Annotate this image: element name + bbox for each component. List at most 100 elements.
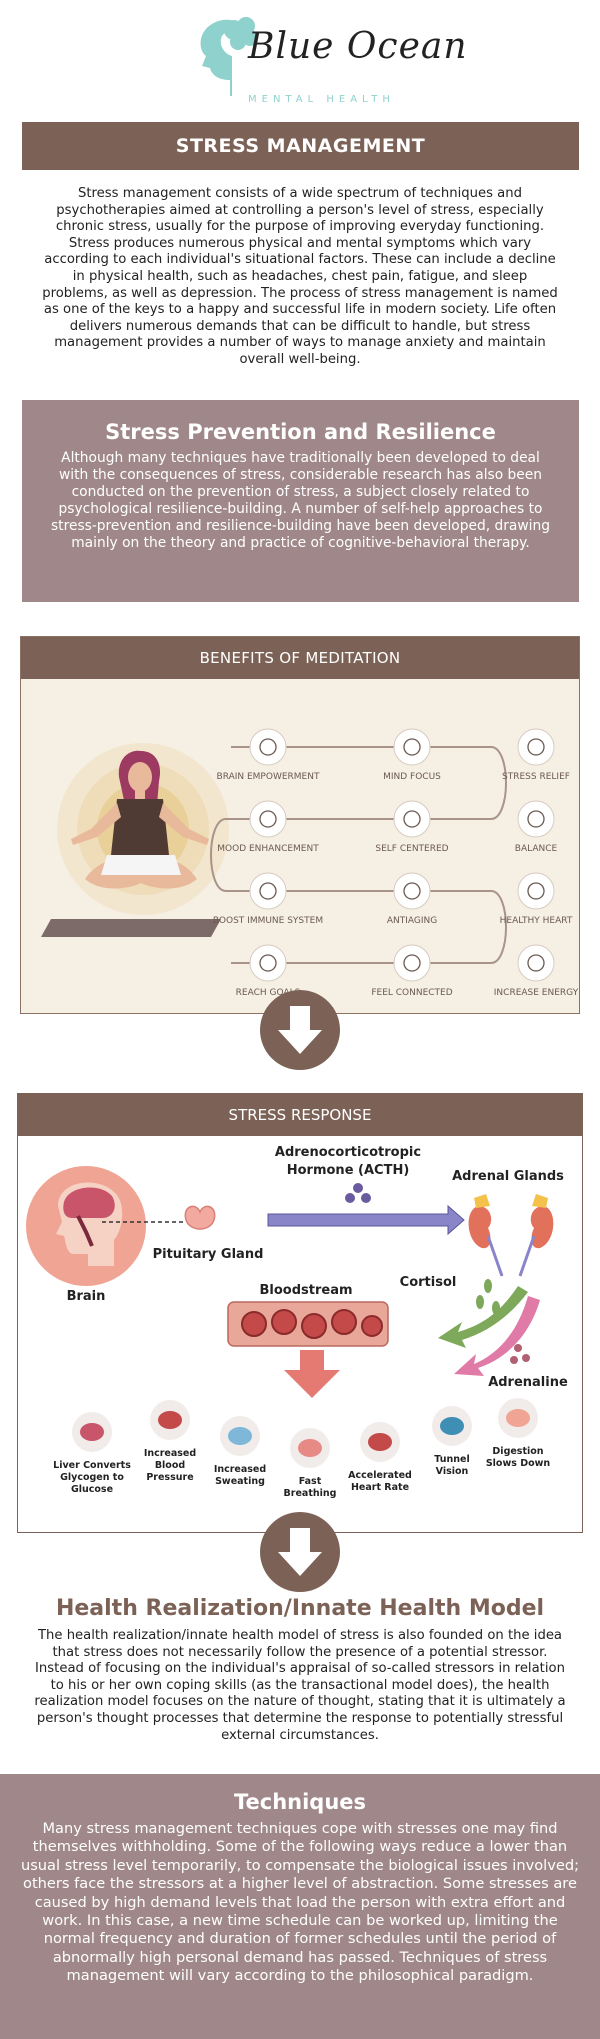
health-model-title: Health Realization/Innate Health Model [55, 1596, 545, 1621]
benefit-label: ANTIAGING [387, 916, 437, 926]
kidneys-icon [468, 1194, 554, 1277]
benefit-label: MOOD ENHANCEMENT [217, 844, 319, 854]
stress-management-banner: STRESS MANAGEMENT [22, 122, 579, 170]
meditation-panel: BENEFITS OF MEDITATION BRAIN EMPOWERMENT… [20, 636, 580, 1014]
focus-icon [393, 728, 431, 766]
adrenaline-arrow [454, 1296, 540, 1376]
benefit-label: HEALTHY HEART [500, 916, 573, 926]
thumbs-up-icon [249, 800, 287, 838]
effect-label: Fast [299, 1476, 322, 1487]
scale-icon [517, 800, 555, 838]
down-arrow-icon [260, 990, 340, 1070]
eye-icon [440, 1417, 464, 1435]
thumbs-up-icon-glyph [259, 810, 277, 828]
benefit-label: BOOST IMMUNE SYSTEM [213, 916, 323, 926]
brain-icon-glyph [259, 738, 277, 756]
yoga-mat [41, 919, 221, 937]
stress-response-header: STRESS RESPONSE [18, 1094, 582, 1136]
benefit-label: BALANCE [515, 844, 558, 854]
benefit-label: SELF CENTERED [375, 844, 448, 854]
blood-vessel-icon [227, 1301, 389, 1347]
acth-arrow [267, 1204, 465, 1236]
acth-label-line2: Hormone (ACTH) [287, 1163, 410, 1178]
heart-icon-glyph [527, 882, 545, 900]
blood-drop-icon [158, 1411, 182, 1429]
lungs-icon [298, 1439, 322, 1457]
effect-label: Heart Rate [351, 1482, 409, 1493]
stomach-icon [506, 1409, 530, 1427]
effect-label: Increased [214, 1464, 266, 1475]
prevention-paragraph: Although many techniques have traditiona… [50, 450, 550, 551]
cortisol-label: Cortisol [400, 1275, 457, 1290]
benefit-boost-immune-system: BOOST IMMUNE SYSTEM [213, 872, 323, 926]
shield-icon [249, 872, 287, 910]
lotus-icon-glyph [527, 738, 545, 756]
target-icon [249, 944, 287, 982]
pituitary-label: Pituitary Gland [153, 1247, 264, 1262]
effect-label: Glucose [71, 1484, 113, 1495]
benefit-increase-energy: INCREASE ENERGY [494, 944, 579, 998]
effect-label: Slows Down [486, 1458, 551, 1469]
effect-label: Breathing [284, 1488, 337, 1499]
benefit-label: FEEL CONNECTED [371, 988, 452, 998]
lotus-icon [517, 728, 555, 766]
meditation-header: BENEFITS OF MEDITATION [21, 637, 579, 679]
adrenaline-molecules-icon [510, 1344, 530, 1364]
intro-paragraph: Stress management consists of a wide spe… [42, 186, 558, 367]
effect-label: Increased [144, 1448, 196, 1459]
meditating-woman-icon [71, 750, 209, 889]
benefit-label: BRAIN EMPOWERMENT [217, 772, 320, 782]
effect-label: Glycogen to [60, 1472, 124, 1483]
benefit-antiaging: ANTIAGING [387, 872, 437, 926]
battery-icon [517, 944, 555, 982]
brain-icon [249, 728, 287, 766]
brain-head-icon [56, 1182, 123, 1266]
logo-title: Blue Ocean [248, 26, 468, 67]
benefit-label: INCREASE ENERGY [494, 988, 579, 998]
benefit-mind-focus: MIND FOCUS [383, 728, 441, 782]
battery-icon-glyph [527, 954, 545, 972]
benefit-connector [210, 746, 507, 964]
hormone-molecules-icon [345, 1183, 371, 1203]
stress-response-panel: STRESS RESPONSE Brain Pituitary Gland Ad… [17, 1093, 583, 1533]
adrenaline-label: Adrenaline [488, 1375, 568, 1390]
scale-icon-glyph [527, 810, 545, 828]
hourglass-icon-glyph [403, 882, 421, 900]
people-icon [393, 944, 431, 982]
prevention-section: Stress Prevention and Resilience Althoug… [22, 400, 579, 602]
effect-label: Vision [436, 1466, 469, 1477]
down-arrow-icon-2 [260, 1512, 340, 1592]
logo-subtitle: MENTAL HEALTH [248, 94, 395, 105]
bloodstream-label: Bloodstream [259, 1283, 352, 1298]
person-icon [393, 800, 431, 838]
heart-icon [517, 872, 555, 910]
techniques-paragraph: Many stress management techniques cope w… [20, 1820, 580, 1985]
benefit-self-centered: SELF CENTERED [375, 800, 449, 854]
techniques-section: Techniques Many stress management techni… [0, 1774, 600, 2039]
adrenal-label: Adrenal Glands [452, 1169, 564, 1184]
acth-label-line1: Adrenocorticotropic [275, 1145, 421, 1160]
health-model-paragraph: The health realization/innate health mod… [34, 1628, 566, 1743]
effect-label: Accelerated [348, 1470, 412, 1481]
sweat-icon [228, 1427, 252, 1445]
benefit-label: MIND FOCUS [383, 772, 441, 782]
effects-arrow [284, 1350, 340, 1398]
head-silhouette-icon [200, 17, 258, 97]
liver-icon [80, 1423, 104, 1441]
benefit-healthy-heart: HEALTHY HEART [500, 872, 573, 926]
shield-icon-glyph [259, 882, 277, 900]
benefit-feel-connected: FEEL CONNECTED [371, 944, 453, 998]
effect-label: Liver Converts [53, 1460, 131, 1471]
effect-label: Blood [155, 1460, 185, 1471]
effect-label: Digestion [492, 1446, 543, 1457]
effect-label: Pressure [146, 1472, 193, 1483]
benefit-brain-empowerment: BRAIN EMPOWERMENT [217, 728, 320, 782]
people-icon-glyph [403, 954, 421, 972]
